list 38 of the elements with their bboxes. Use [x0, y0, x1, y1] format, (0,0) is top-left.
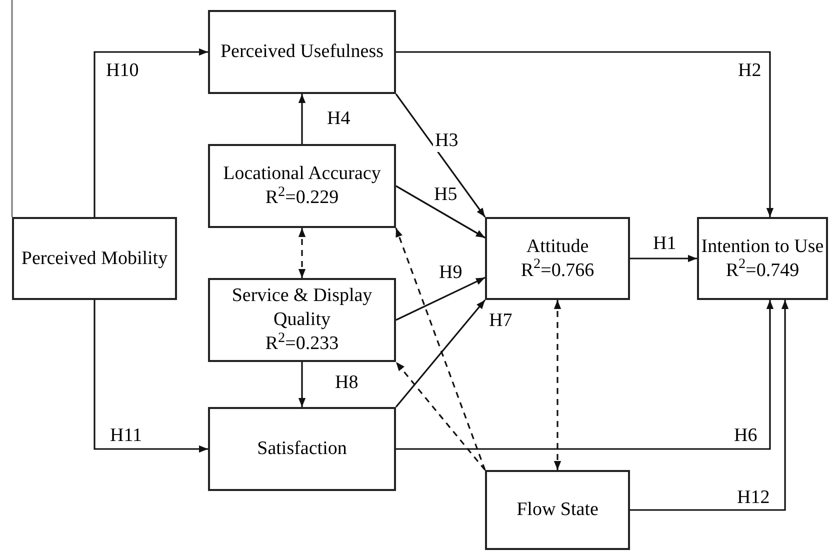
arrow	[94, 300, 208, 453]
construct-box	[208, 10, 396, 94]
arrow	[395, 94, 486, 218]
construct-name: Service & Display Quality	[230, 284, 374, 332]
arrow	[396, 300, 774, 450]
arrow	[298, 94, 306, 144]
construct-name: Satisfaction	[257, 437, 347, 461]
arrow	[554, 300, 562, 470]
construct-name: Perceived Mobility	[21, 246, 168, 270]
construct-name: Flow State	[516, 498, 598, 522]
r-squared-value: R$^{2}$=0.766	[520, 258, 594, 282]
construct-name: Locational Accuracy	[223, 162, 381, 186]
arrow	[395, 299, 486, 408]
r-squared-value: R$^{2}$=0.233	[265, 332, 339, 356]
construct-box	[12, 217, 177, 300]
arrow	[94, 48, 208, 217]
edge-label: H3	[433, 130, 460, 152]
construct-box	[485, 470, 630, 550]
r-squared-value: R$^{2}$=0.749	[726, 258, 800, 282]
r-squared-value: R$^{2}$=0.229	[265, 186, 339, 210]
construct-box	[208, 144, 396, 228]
construct-box	[485, 217, 630, 300]
arrow	[298, 228, 306, 278]
arrow	[630, 300, 789, 511]
arrow	[298, 362, 306, 407]
arrow	[396, 51, 774, 217]
arrow	[396, 185, 486, 238]
arrow	[396, 276, 486, 321]
construct-name: Perceived Usefulness	[220, 40, 384, 64]
construct-box	[697, 217, 828, 300]
construct-box	[208, 407, 396, 491]
arrow	[395, 228, 486, 470]
arrow	[630, 254, 697, 262]
connector-line	[11, 0, 13, 217]
arrow	[395, 362, 486, 470]
construct-box	[208, 278, 396, 362]
construct-name: Intention to Use	[701, 234, 824, 258]
construct-name: Attitude	[526, 234, 589, 258]
